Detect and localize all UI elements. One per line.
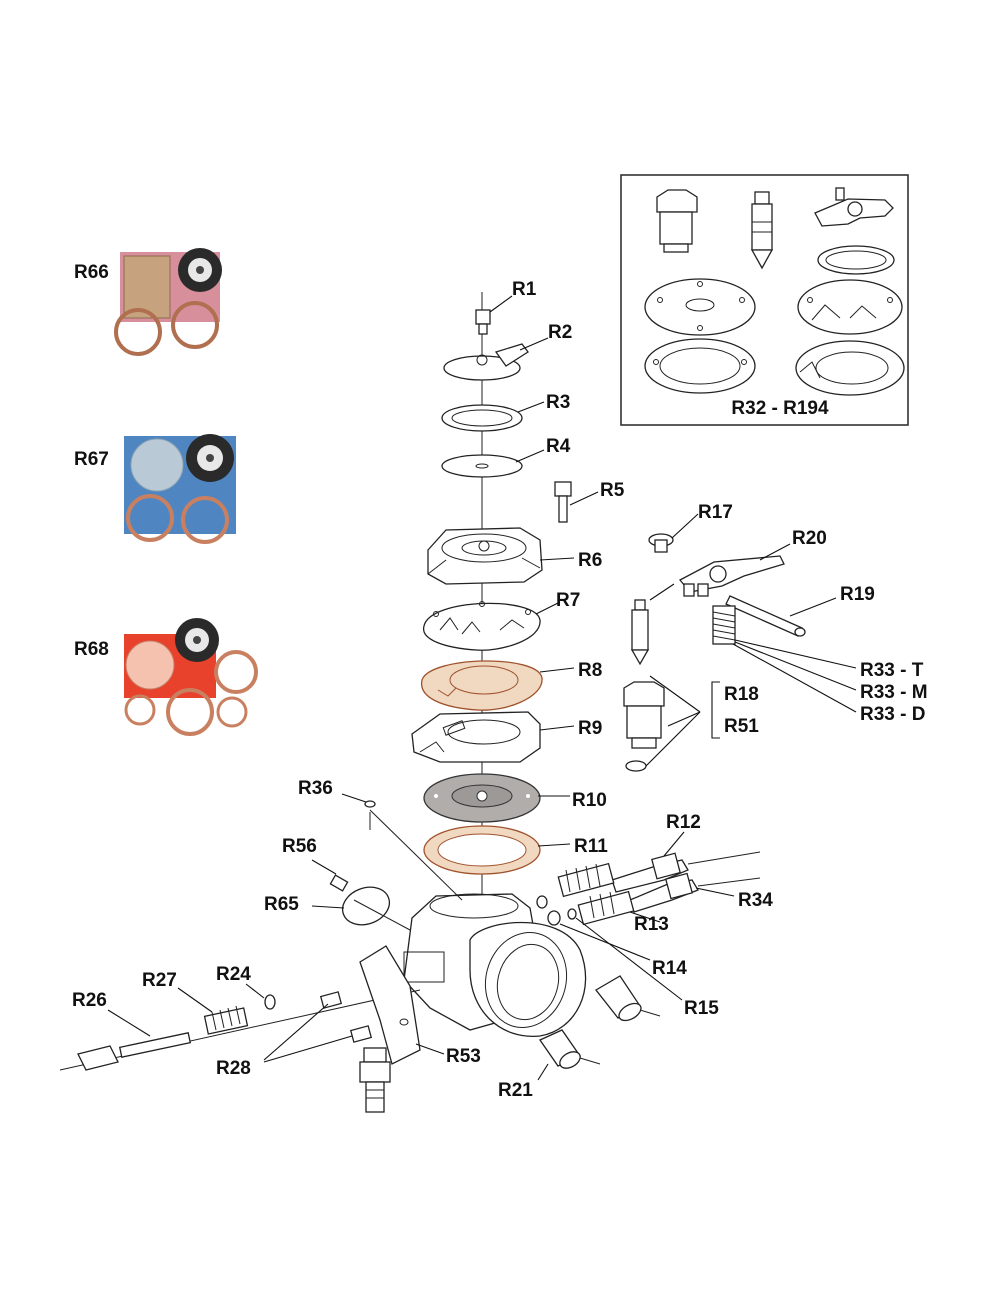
part-r19-pin: R19 [725,584,875,637]
svg-text:R17: R17 [698,502,733,523]
svg-text:R24: R24 [216,964,251,985]
part-r7-gasket: R7 [423,590,580,651]
part-r65-throttle-plate: R65 [264,886,411,931]
svg-text:R14: R14 [652,958,687,979]
kit-r67: R67 [74,434,236,544]
svg-text:R33 - M: R33 - M [860,682,928,703]
part-r17-screw: R17 [648,502,733,553]
svg-text:R33 - T: R33 - T [860,660,924,681]
svg-text:R65: R65 [264,894,299,915]
svg-text:R11: R11 [574,836,608,857]
kit-ring-gasket [817,245,895,275]
part-inlet-needle [630,583,675,666]
part-r4-washer: R4 [441,436,571,478]
part-r33-spring: R33 - T R33 - M R33 - D [712,605,928,725]
part-r10-diaphragm: R10 [423,773,607,823]
part-r3-ring: R3 [441,392,570,432]
svg-text:R5: R5 [600,480,625,501]
part-r34-adjuster: R34 [629,872,773,913]
svg-text:R3: R3 [546,392,570,413]
part-carburetor-body [369,809,587,1037]
svg-text:R6: R6 [578,550,602,571]
svg-text:R4: R4 [546,436,571,457]
kit-gasket-2 [797,279,903,335]
part-r28-screws: R28 [216,991,373,1079]
part-r53-bracket: R53 [359,945,481,1067]
part-r8-gasket: R8 [421,660,602,711]
part-r20-lever: R20 [678,528,827,597]
svg-text:R10: R10 [572,790,607,811]
kit-box-r32-r194: R32 - R194 [620,174,909,426]
part-r5-screw: R5 [554,480,625,523]
kit-control-lever [814,187,894,227]
svg-text:R18: R18 [724,684,759,705]
svg-text:R26: R26 [72,990,107,1011]
part-r56-screw: R56 [282,836,349,892]
svg-text:R12: R12 [666,812,701,833]
kit-gasket-4 [795,340,905,396]
svg-text:R1: R1 [512,279,537,300]
part-r12-adjuster: R12 [611,812,761,893]
kit-r66-label: R66 [74,262,109,283]
kit-gasket-1 [644,278,756,336]
svg-text:R15: R15 [684,998,719,1019]
svg-text:R36: R36 [298,778,333,799]
svg-text:R8: R8 [578,660,602,681]
svg-text:R34: R34 [738,890,773,911]
part-fitting-bottom [359,1047,391,1113]
part-r2-cover: R2 [443,322,572,381]
kit-gasket-3 [644,338,756,394]
svg-text:R20: R20 [792,528,827,549]
kit-r68-label: R68 [74,639,109,660]
kit-r68: R68 [74,618,258,736]
svg-text:R13: R13 [634,914,669,935]
kit-inlet-needle [750,191,774,270]
part-needle-seat [623,681,665,772]
part-plug-upper [595,975,661,1022]
svg-text:R2: R2 [548,322,572,343]
svg-text:R51: R51 [724,716,759,737]
part-r26-throttle-shaft: R26 [59,989,421,1071]
svg-text:R27: R27 [142,970,177,991]
part-r14-r15-washers: R14 R15 [536,895,719,1019]
part-r9-plate: R9 [411,711,602,763]
svg-text:R33 - D: R33 - D [860,704,925,725]
part-r24-clip: R24 [216,964,276,1010]
kit-r66: R66 [74,248,222,356]
svg-text:R19: R19 [840,584,875,605]
svg-text:R7: R7 [556,590,580,611]
svg-text:R21: R21 [498,1080,533,1101]
kit-r67-label: R67 [74,449,109,470]
part-r18-r51-bracket: R18 R51 [645,675,759,767]
part-r1-screw: R1 [475,279,537,335]
part-r13-springs: R13 [557,862,669,935]
svg-text:R56: R56 [282,836,317,857]
svg-text:R53: R53 [446,1046,481,1067]
svg-text:R28: R28 [216,1058,251,1079]
part-r27-spring: R27 [142,970,249,1035]
part-r11-gasket: R11 [423,825,608,875]
svg-text:R9: R9 [578,718,602,739]
kit-needle-seat [656,189,698,253]
part-r21-plug: R21 [498,1029,601,1101]
part-r36: R36 [298,778,376,830]
kit-box-label: R32 - R194 [731,398,829,419]
part-r6-pump-body: R6 [427,527,602,585]
